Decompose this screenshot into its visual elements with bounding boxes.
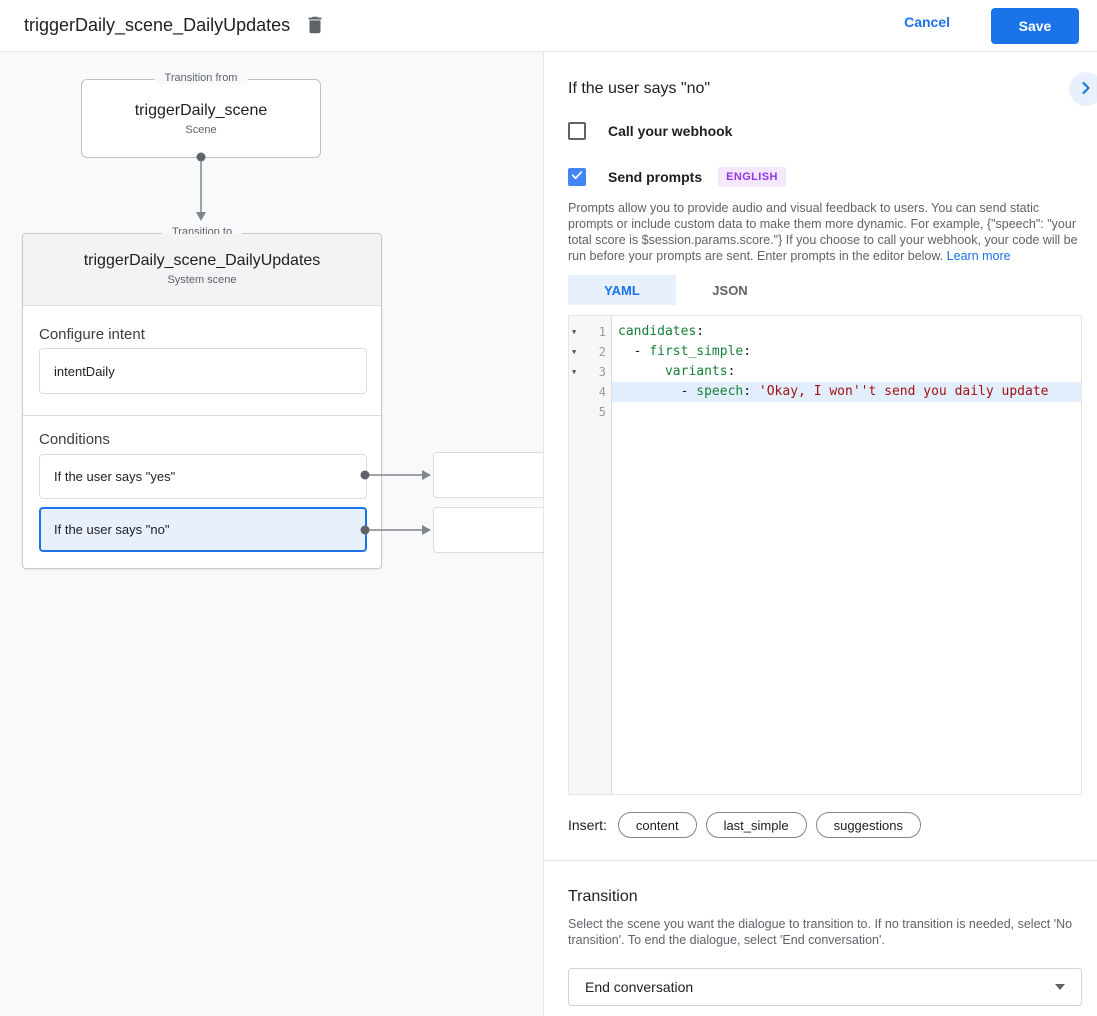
language-badge: ENGLISH [718, 167, 786, 187]
transition-from-legend: Transition from [154, 72, 248, 84]
line-number: 4 [598, 385, 606, 399]
trash-icon [304, 16, 326, 39]
check-icon [570, 168, 584, 187]
condition-row-no[interactable]: If the user says "no" [39, 507, 367, 552]
top-bar: triggerDaily_scene_DailyUpdates Cancel S… [0, 0, 1097, 52]
caret-down-icon [1055, 984, 1065, 990]
transition-target-box-yes[interactable] [433, 452, 543, 498]
webhook-checkbox[interactable] [568, 122, 586, 140]
transition-description: Select the scene you want the dialogue t… [568, 917, 1073, 947]
prompt-code-editor[interactable]: 1 2 3 4 5 can [568, 315, 1082, 795]
save-button[interactable]: Save [991, 8, 1079, 44]
from-scene-type: Scene [185, 124, 217, 136]
editor-format-tabs: YAML JSON [568, 275, 784, 305]
code-plain: : [696, 324, 705, 339]
send-prompts-checkbox-row[interactable]: Send prompts ENGLISH [568, 167, 786, 187]
editor-gutter: 1 2 3 4 5 [569, 316, 612, 794]
scene-name: triggerDaily_scene_DailyUpdates [83, 252, 321, 269]
configure-intent-label: Configure intent [39, 326, 145, 343]
code-key: variants [664, 364, 728, 379]
send-prompts-label: Send prompts [608, 169, 703, 185]
insert-chip-suggestions[interactable]: suggestions [815, 812, 921, 838]
code-plain: : [743, 384, 759, 399]
learn-more-link[interactable]: Learn more [946, 249, 1011, 263]
gutter-line: 2 [569, 342, 611, 362]
transition-dropdown-value: End conversation [585, 979, 694, 995]
transition-heading: Transition [568, 888, 638, 905]
insert-label: Insert: [568, 817, 607, 833]
triangle-down-fold-icon[interactable] [572, 342, 584, 362]
transition-target-box-no[interactable] [433, 507, 543, 553]
editor-code-area[interactable]: candidates: - first_simple: variants: - … [612, 316, 1081, 794]
code-line-2: - first_simple: [612, 342, 1081, 362]
transition-from-node[interactable]: Transition from triggerDaily_scene Scene [81, 72, 321, 158]
scene-type: System scene [167, 274, 237, 286]
prompts-description: Prompts allow you to provide audio and v… [568, 200, 1083, 264]
cancel-button[interactable]: Cancel [904, 14, 950, 30]
page-title: triggerDaily_scene_DailyUpdates [24, 15, 291, 35]
code-plain: : [743, 344, 752, 359]
gutter-line: 3 [569, 362, 611, 382]
triangle-down-fold-icon[interactable] [572, 322, 584, 342]
delete-scene-button[interactable] [303, 14, 327, 38]
chevron-right-icon [1076, 78, 1096, 101]
flow-arrow-condition-yes [360, 470, 431, 480]
insert-chip-last-simple[interactable]: last_simple [705, 812, 807, 838]
conditions-label: Conditions [39, 431, 110, 448]
transition-dropdown[interactable]: End conversation [568, 968, 1082, 1006]
flow-arrow-condition-no [360, 525, 431, 535]
line-number: 5 [598, 405, 606, 419]
send-prompts-checkbox[interactable] [568, 168, 586, 186]
line-number: 1 [598, 325, 606, 339]
condition-row-yes[interactable]: If the user says "yes" [39, 454, 367, 499]
code-plain: - [618, 384, 697, 399]
triangle-down-fold-icon[interactable] [572, 362, 584, 382]
code-string: 'Okay, I won''t send you daily update [758, 384, 1049, 399]
condition-title: If the user says "no" [568, 80, 711, 97]
code-key: candidates [618, 324, 697, 339]
collapse-panel-button[interactable] [1069, 72, 1097, 106]
scene-card-header: triggerDaily_scene_DailyUpdates System s… [23, 234, 381, 306]
gutter-line: 4 [569, 382, 611, 402]
gutter-line: 1 [569, 322, 611, 342]
tab-yaml[interactable]: YAML [568, 275, 676, 305]
webhook-checkbox-label: Call your webhook [608, 123, 733, 139]
line-number: 3 [598, 365, 606, 379]
intent-field[interactable]: intentDaily [39, 348, 367, 394]
card-divider [23, 415, 381, 416]
insert-row: Insert: content last_simple suggestions [568, 812, 921, 838]
code-line-4: - speech: 'Okay, I won''t send you daily… [612, 382, 1081, 402]
prompts-description-text: Prompts allow you to provide audio and v… [568, 201, 1078, 263]
transition-to-card: Transition to triggerDaily_scene_DailyUp… [22, 226, 382, 569]
line-number: 2 [598, 345, 606, 359]
insert-chip-content[interactable]: content [617, 812, 697, 838]
tab-json[interactable]: JSON [712, 282, 748, 298]
call-webhook-checkbox-row[interactable]: Call your webhook [568, 122, 732, 140]
code-plain: - [618, 344, 650, 359]
flow-arrow-vertical [196, 152, 206, 221]
scene-flow-canvas: Transition from triggerDaily_scene Scene… [0, 52, 543, 1016]
code-key: speech [696, 384, 744, 399]
code-key: first_simple [649, 344, 744, 359]
gutter-line: 5 [569, 402, 611, 422]
condition-detail-panel: If the user says "no" Call your webhook … [543, 52, 1097, 1016]
code-line-5 [612, 402, 1081, 422]
section-divider [544, 860, 1097, 861]
code-line-3: variants: [612, 362, 1081, 382]
code-line-1: candidates: [612, 322, 1081, 342]
code-plain [618, 364, 665, 379]
from-scene-name: triggerDaily_scene [134, 102, 268, 119]
code-plain: : [727, 364, 736, 379]
